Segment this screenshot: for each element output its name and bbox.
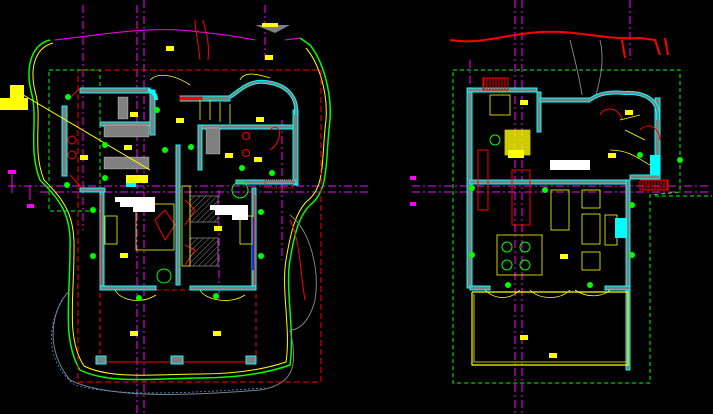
label-mask xyxy=(550,160,590,170)
walls xyxy=(466,87,661,371)
walls xyxy=(61,87,299,365)
site-boundary xyxy=(452,69,681,384)
stairs xyxy=(103,96,221,170)
label-mask xyxy=(115,197,155,212)
light-fixtures xyxy=(80,46,633,358)
property-line xyxy=(449,30,661,56)
label-mask xyxy=(210,205,248,220)
plant-icon xyxy=(64,94,683,301)
terrain-contour xyxy=(52,289,295,395)
light-fixture-icon xyxy=(10,85,24,99)
right-floor-plan xyxy=(410,0,712,414)
axis-marker xyxy=(27,204,34,208)
left-floor-plan xyxy=(0,0,370,414)
property-line xyxy=(54,29,256,41)
setback-line xyxy=(77,69,322,383)
